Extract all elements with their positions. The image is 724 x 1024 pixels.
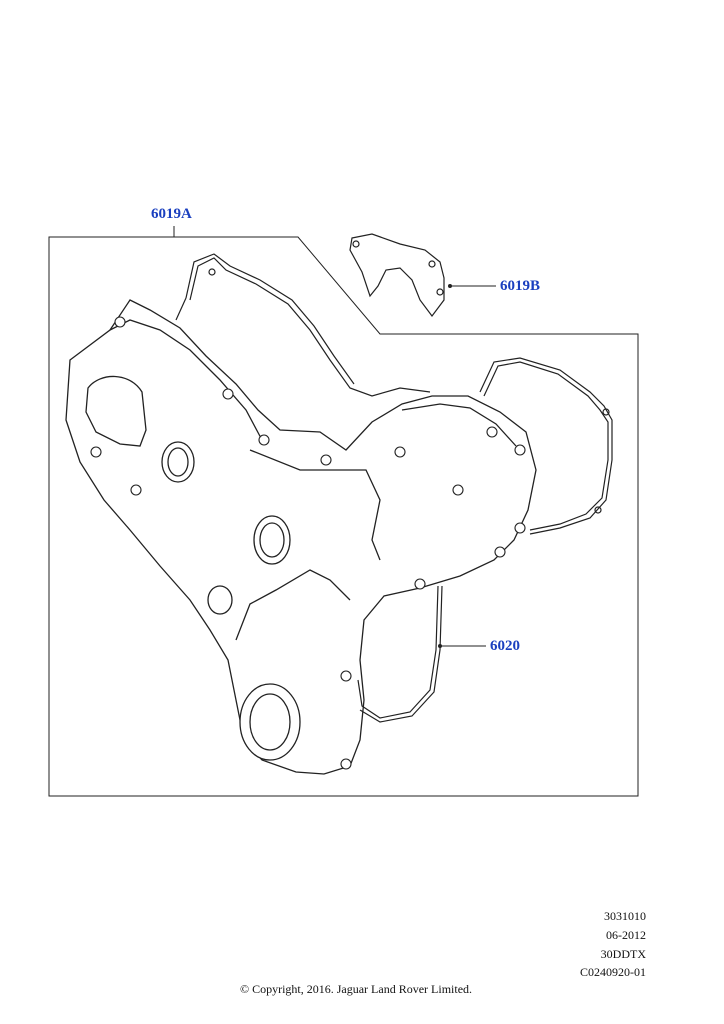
meta-line4: C0240920-01 (580, 965, 646, 979)
meta-line2: 06-2012 (606, 928, 646, 942)
bolts (90, 316, 526, 770)
cover-plate-6019b[interactable] (349, 233, 445, 317)
callout-6019b[interactable]: 6019B (500, 278, 541, 294)
group-frame (48, 236, 639, 797)
timing-cover[interactable] (65, 299, 537, 775)
meta-line1: 3031010 (604, 909, 646, 923)
copyright: © Copyright, 2016. Jaguar Land Rover Lim… (239, 982, 473, 996)
callout-6020[interactable]: 6020 (490, 638, 520, 654)
gasket-right[interactable] (479, 357, 613, 535)
meta-line3: 30DDTX (600, 947, 646, 961)
callout-6019a[interactable]: 6019A (151, 206, 192, 222)
gasket-6020[interactable] (357, 585, 443, 723)
gasket-6019a[interactable] (175, 253, 431, 397)
